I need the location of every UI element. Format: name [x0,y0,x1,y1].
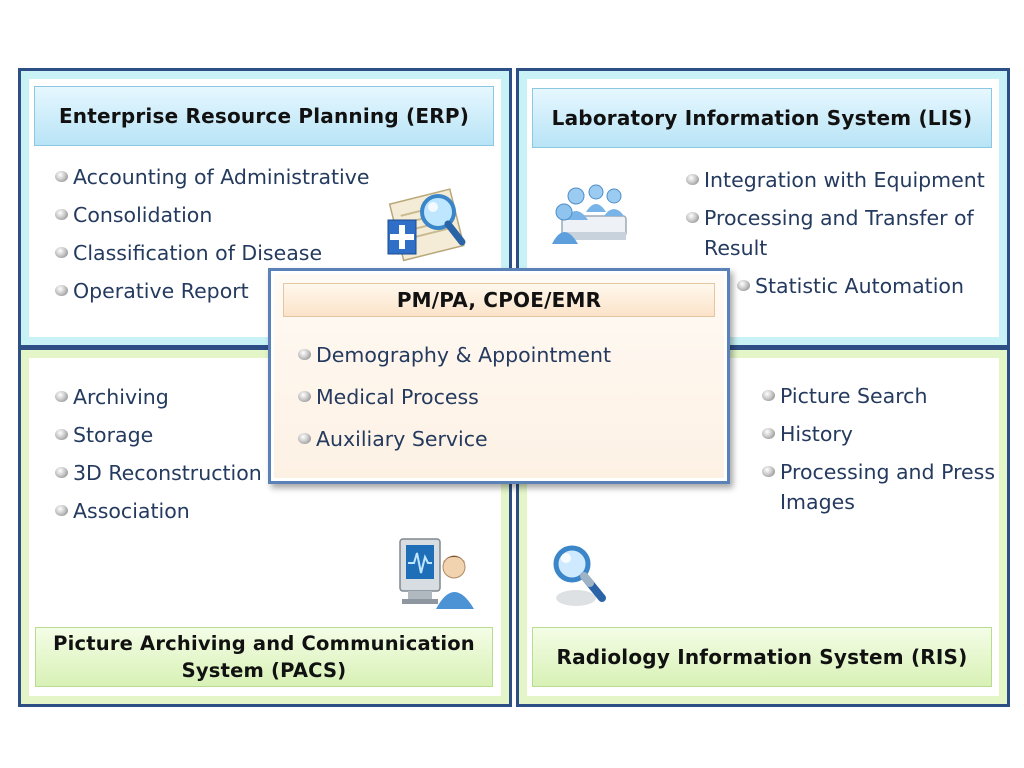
pacs-title-text: Picture Archiving and Communication Syst… [53,632,475,682]
list-item: 3D Reconstruction [55,458,285,488]
bullet-icon [686,174,699,185]
list-item: Processing and Transfer of Result [686,203,992,263]
erp-title-text: Enterprise Resource Planning (ERP) [58,104,470,128]
bullet-icon [55,285,68,296]
bullet-icon [737,280,750,291]
list-item: Consolidation [55,200,385,230]
list-item: Storage [55,420,285,450]
ris-list: Picture Search History Processing and Pr… [762,381,1000,525]
lis-title: Laboratory Information System (LIS) [532,88,992,148]
bullet-icon [55,467,68,478]
pacs-list: Archiving Storage 3D Reconstruction Asso… [55,382,285,534]
ris-title: Radiology Information System (RIS) [532,627,992,687]
bullet-icon [762,390,775,401]
list-item: Demography & Appointment [298,340,698,370]
erp-list: Accounting of Administrative Consolidati… [55,162,385,314]
document-magnifier-medical-icon [387,188,466,262]
list-item: Statistic Automation [737,271,997,301]
bullet-icon [55,247,68,258]
center-title-text: PM/PA, CPOE/EMR [396,288,602,312]
list-item: Picture Search [762,381,1000,411]
erp-title: Enterprise Resource Planning (ERP) [34,86,494,146]
list-item: Accounting of Administrative [55,162,385,192]
center-list: Demography & Appointment Medical Process… [298,340,698,462]
list-item: Association [55,496,285,526]
lis-list: Integration with Equipment Processing an… [686,165,992,271]
ris-title-text: Radiology Information System (RIS) [556,645,968,669]
bullet-icon [55,429,68,440]
list-item: Operative Report [55,276,385,306]
bullet-icon [55,505,68,516]
user-monitor-waveform-icon [399,538,474,609]
magnifier-search-icon [553,545,606,606]
list-item: Processing and Press Images [762,457,1000,517]
bullet-icon [55,391,68,402]
lis-list-continued: Statistic Automation [737,271,997,309]
pacs-title: Picture Archiving and Communication Syst… [35,627,493,687]
bullet-icon [298,391,311,402]
list-item: Auxiliary Service [298,424,698,454]
list-item: Archiving [55,382,285,412]
bullet-icon [762,428,775,439]
center-title: PM/PA, CPOE/EMR [283,283,715,317]
bullet-icon [298,433,311,444]
bullet-icon [55,209,68,220]
list-item: History [762,419,1000,449]
bullet-icon [762,466,775,477]
list-item: Medical Process [298,382,698,412]
list-item: Classification of Disease [55,238,385,268]
lis-title-text: Laboratory Information System (LIS) [551,106,973,130]
meeting-people-icon [552,184,627,244]
bullet-icon [686,212,699,223]
bullet-icon [298,349,311,360]
list-item: Integration with Equipment [686,165,992,195]
bullet-icon [55,171,68,182]
